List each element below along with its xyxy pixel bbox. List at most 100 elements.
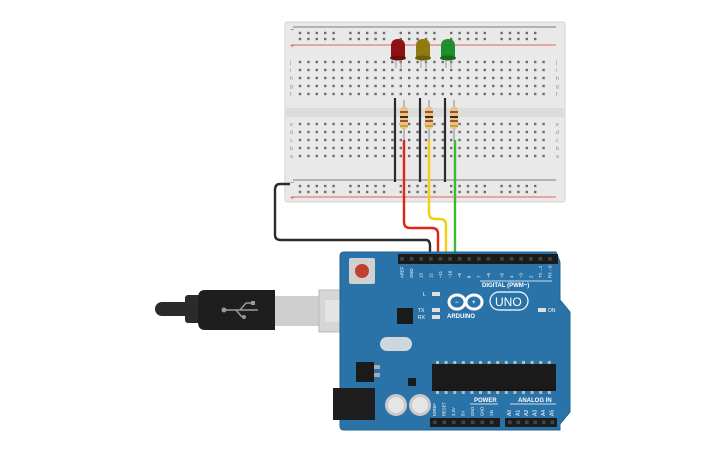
row-letter: i	[556, 68, 557, 74]
row-letter: h	[290, 76, 293, 82]
analog-pin-label: A2	[524, 410, 530, 416]
rail-minus-label: −	[290, 27, 294, 34]
rail-plus-label-bottom: +	[290, 195, 294, 202]
rail-minus-label-bottom: −	[290, 180, 294, 187]
rx-led	[432, 315, 440, 319]
power-jack[interactable]	[333, 388, 375, 420]
row-letter: c	[290, 138, 293, 144]
digital-pin-label: AREF	[400, 266, 405, 278]
logo-plus: +	[472, 300, 476, 306]
power-pin-label: 3.3V	[451, 407, 456, 416]
digital-pin-label: ~5	[500, 272, 505, 278]
digital-pin-label: 2	[528, 275, 533, 278]
digital-pin-label: 13	[419, 273, 424, 278]
digital-pin-label: ~6	[486, 272, 491, 278]
arduino-logo-icon	[447, 293, 484, 311]
red-signal-wire[interactable]	[402, 140, 440, 262]
reset-button[interactable]	[349, 258, 375, 284]
capacitor-1	[385, 394, 407, 416]
usb-symbol-icon	[221, 301, 258, 319]
on-led	[538, 308, 546, 312]
power-pin-label: Vin	[489, 409, 494, 416]
voltage-regulator	[356, 362, 374, 382]
row-letter: a	[290, 154, 293, 160]
digital-pin-label: ~3	[519, 272, 524, 278]
power-pin-label: RESET	[442, 402, 447, 416]
rail-plus-label: +	[290, 43, 294, 50]
digital-pin-label: RX←0	[548, 265, 553, 278]
row-letter: b	[556, 146, 559, 152]
row-letter: a	[556, 154, 559, 160]
ground-wire[interactable]	[273, 182, 432, 262]
row-letter: f	[290, 92, 292, 98]
l-led	[432, 292, 440, 296]
digital-pins	[400, 257, 552, 261]
resistor-yellow[interactable]	[425, 100, 433, 140]
digital-pin-label: TX→1	[538, 265, 543, 278]
row-letter: d	[556, 130, 559, 136]
analog-header	[505, 418, 557, 427]
l-led-label: L	[423, 292, 426, 298]
red-led[interactable]	[390, 39, 406, 68]
yellow-led[interactable]	[415, 39, 431, 68]
analog-pin-label: A4	[541, 410, 547, 416]
digital-pin-labels: AREF GND 13 12 ~11 ~10 ~9 8 7 ~6 ~5 4 ~3 2 TX→1 RX←0	[400, 265, 553, 278]
power-label: POWER	[474, 398, 497, 404]
capacitor-2	[409, 394, 431, 416]
crystal	[380, 337, 412, 351]
tx-led	[432, 308, 440, 312]
row-letter: c	[556, 138, 559, 144]
model-label: UNO	[495, 295, 522, 309]
analog-pin-label: A3	[533, 410, 539, 416]
logo-minus: −	[455, 300, 459, 306]
analog-pin-label: A1	[516, 410, 522, 416]
row-letter: j	[289, 60, 291, 66]
digital-pin-label: 7	[476, 275, 481, 278]
digital-pin-label: 8	[467, 275, 472, 278]
digital-pin-label: 12	[428, 273, 433, 278]
resistor-red[interactable]	[400, 100, 408, 140]
chip-pins	[436, 361, 551, 394]
row-letter: f	[556, 92, 558, 98]
power-pin-labels: IOREF RESET 3.3V 5V GND GND Vin	[432, 402, 494, 416]
row-letter: h	[556, 76, 559, 82]
tx-led-label: TX	[418, 308, 425, 314]
resistors	[400, 100, 458, 140]
usb-chip	[397, 308, 413, 324]
row-letter: e	[556, 122, 559, 128]
row-letter: j	[555, 60, 557, 66]
row-letter: d	[290, 130, 293, 136]
small-ic	[408, 378, 416, 386]
digital-pin-label: ~9	[457, 272, 462, 278]
bottom-pins	[433, 420, 555, 425]
green-led[interactable]	[440, 39, 456, 68]
analog-pin-label: A0	[507, 410, 513, 416]
atmega-chip	[432, 364, 556, 391]
yellow-signal-wire[interactable]	[427, 140, 448, 262]
power-pin-label: IOREF	[432, 403, 437, 416]
rx-led-label: RX	[418, 315, 426, 321]
power-pin-label: 5V	[461, 411, 466, 416]
digital-pin-label: ~10	[448, 270, 453, 278]
row-letter: g	[556, 84, 559, 90]
row-letter: b	[290, 146, 293, 152]
row-letter: g	[290, 84, 293, 90]
wires	[273, 98, 457, 262]
digital-pin-label: GND	[409, 268, 414, 278]
leds	[390, 39, 456, 68]
power-pin-label: GND	[480, 407, 485, 416]
power-pin-label: GND	[470, 407, 475, 416]
digital-label: DIGITAL (PWM~)	[482, 283, 529, 289]
analog-pin-label: A5	[550, 410, 556, 416]
arduino-uno-board[interactable]: AREF GND 13 12 ~11 ~10 ~9 8 7 ~6 ~5 4 ~3 2 TX→1 RX←0 DI…	[333, 251, 571, 431]
uno-badge	[489, 291, 529, 311]
row-letter: e	[290, 122, 293, 128]
digital-pin-label: 4	[509, 275, 514, 278]
resistor-green[interactable]	[450, 100, 458, 140]
digital-pin-label: ~11	[438, 270, 443, 278]
brand-label: ARDUINO	[447, 314, 475, 320]
on-led-label: ON	[548, 308, 556, 314]
